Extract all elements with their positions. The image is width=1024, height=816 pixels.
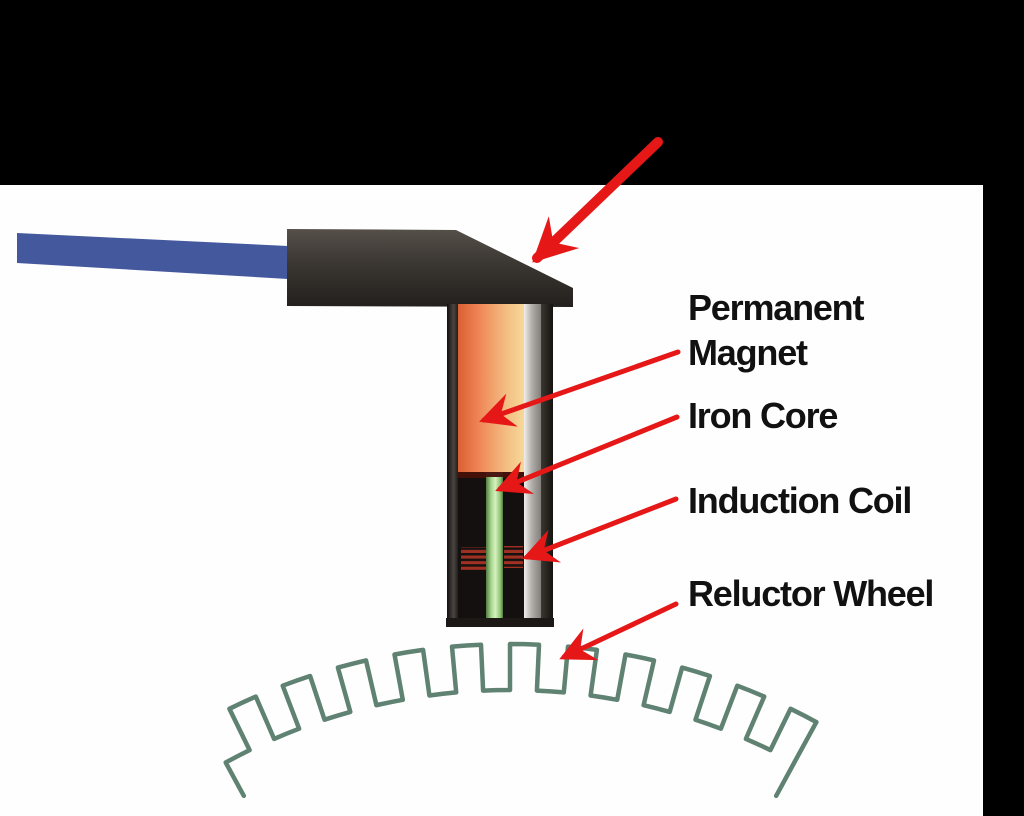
letterbox-top-band — [0, 0, 1024, 185]
sensor-pointer-arrow — [532, 137, 663, 263]
annotation-arrows — [479, 137, 681, 661]
reluctor-wheel — [223, 641, 819, 799]
shaft-right-wall — [541, 304, 553, 623]
permanent-magnet-arrow — [479, 349, 681, 427]
sensor-wire — [17, 233, 288, 279]
label-induction-coil: Induction Coil — [688, 480, 912, 521]
iron-core-rod — [486, 477, 503, 621]
label-iron-core: Iron Core — [688, 395, 838, 436]
core-top-cap — [486, 472, 503, 478]
reluctor-wheel-arrow — [559, 601, 679, 661]
shaft-bottom-edge — [446, 618, 554, 627]
sensor-housing-top — [287, 229, 573, 307]
coil-windings-left — [461, 547, 486, 570]
sensor-shaft — [446, 304, 554, 627]
letterbox-right-band — [983, 0, 1024, 816]
shaft-left-wall — [447, 304, 458, 623]
label-reluctor-wheel: Reluctor Wheel — [688, 573, 934, 614]
induction-coil-arrow — [522, 496, 679, 563]
label-permanent-magnet: Permanent Magnet — [688, 287, 864, 373]
shaft-inner-sleeve — [524, 304, 541, 623]
coil-windings-right — [504, 546, 523, 568]
magnet-body — [458, 304, 524, 472]
iron-core-arrow — [495, 414, 680, 495]
